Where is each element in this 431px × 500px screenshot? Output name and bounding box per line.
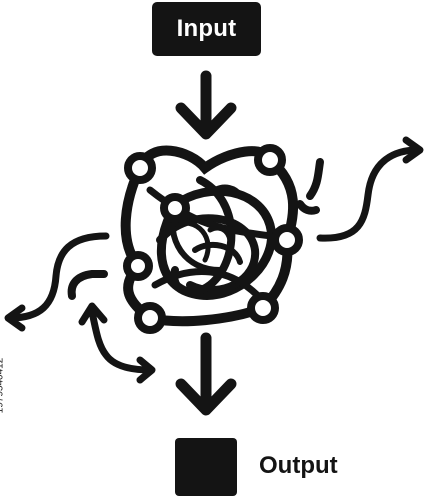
curved-arrow-icon	[316, 136, 424, 242]
node-icon	[254, 144, 286, 176]
output-box	[175, 438, 237, 496]
node-icon	[123, 251, 153, 281]
network-nodes	[123, 144, 303, 334]
output-label: Output	[259, 452, 338, 479]
curved-arrow-icon	[4, 232, 110, 332]
arrow-down-icon	[175, 332, 237, 416]
node-icon	[134, 302, 166, 334]
stray-strokes	[67, 158, 324, 300]
side-id-text: 1979540412	[0, 357, 6, 414]
input-box: Input	[152, 2, 261, 56]
curved-arrow-icon	[78, 302, 156, 384]
node-icon	[160, 193, 190, 223]
arrow-down-icon	[175, 70, 237, 140]
node-icon	[124, 152, 156, 184]
input-label: Input	[176, 15, 237, 42]
node-icon	[271, 224, 303, 256]
node-icon	[247, 292, 279, 324]
